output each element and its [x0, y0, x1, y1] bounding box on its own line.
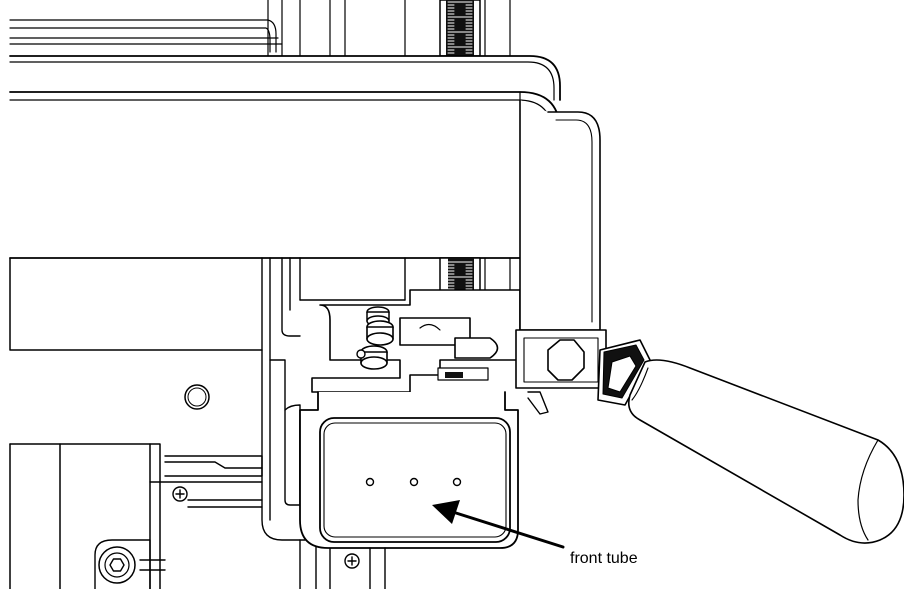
- callout-leader-line: [454, 511, 565, 549]
- clamp-arm: [515, 99, 607, 415]
- main-rail: [9, 55, 561, 259]
- bracket-screws: [356, 306, 394, 370]
- front-tube-housing: [299, 391, 519, 549]
- upper-scale: [439, 0, 481, 57]
- clamp-handle: [597, 339, 904, 544]
- center-posts: [261, 257, 406, 589]
- lower-left-hardware: [94, 455, 386, 589]
- frame-posts: [267, 0, 511, 57]
- front-tube-callout: front tube: [432, 500, 638, 567]
- bracket-plate: [311, 289, 521, 393]
- callout-arrowhead: [432, 500, 460, 524]
- callout-label-front-tube: front tube: [570, 550, 638, 567]
- upper-guide-rails: [9, 19, 283, 53]
